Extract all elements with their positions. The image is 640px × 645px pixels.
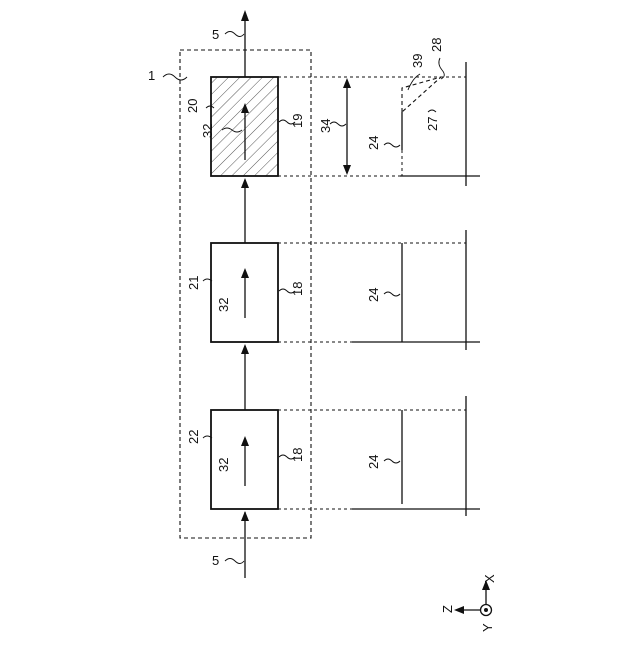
flow-top-leader [225,32,244,37]
label-box-20-ref: 20 [185,99,200,113]
axis-z-arrowhead [454,606,464,614]
label-tri-39: 39 [410,54,425,68]
triangle-27 [402,77,441,112]
flow-bottom-leader [225,559,244,564]
label-box-20-arrow: 32 [200,124,215,138]
axis-y-dot [484,608,488,612]
top-24-leader [384,143,400,147]
label-tri-27: 27 [425,117,440,131]
dim-34-arrow-bottom [343,165,351,175]
label-dim-34: 34 [318,119,333,133]
flow-arrowhead-top [241,10,249,21]
mid-24-leader [384,292,400,296]
label-tri-28: 28 [429,38,444,52]
label-box-19: 19 [290,114,305,128]
axis-indicator: X Z Y [440,574,497,632]
label-flow-top: 5 [212,27,219,42]
flow-arrowhead-mid-2 [241,178,249,188]
label-bot-24: 24 [366,455,381,469]
label-box-21-ref: 21 [186,276,201,290]
label-mid-24: 24 [366,288,381,302]
label-box-22-arrow: 32 [216,458,231,472]
device-leader [163,74,187,80]
label-box-22-ref: 22 [186,430,201,444]
axis-x-label: X [482,574,497,583]
tri-39-leader [408,74,420,90]
label-box-21-arrow: 32 [216,298,231,312]
label-top-24: 24 [366,136,381,150]
label-box-21-side: 18 [290,282,305,296]
axis-z-label: Z [440,605,455,613]
flow-arrowhead-bottom [241,511,249,521]
dim-34-arrow-top [343,78,351,88]
flow-arrowhead-mid-1 [241,344,249,354]
axis-y-label: Y [480,623,495,632]
bot-24-leader [384,459,400,463]
label-device: 1 [148,68,155,83]
label-flow-bottom: 5 [212,553,219,568]
label-box-22-side: 18 [290,448,305,462]
tri-28-leader [439,58,444,79]
tri-27-leader [428,110,436,112]
